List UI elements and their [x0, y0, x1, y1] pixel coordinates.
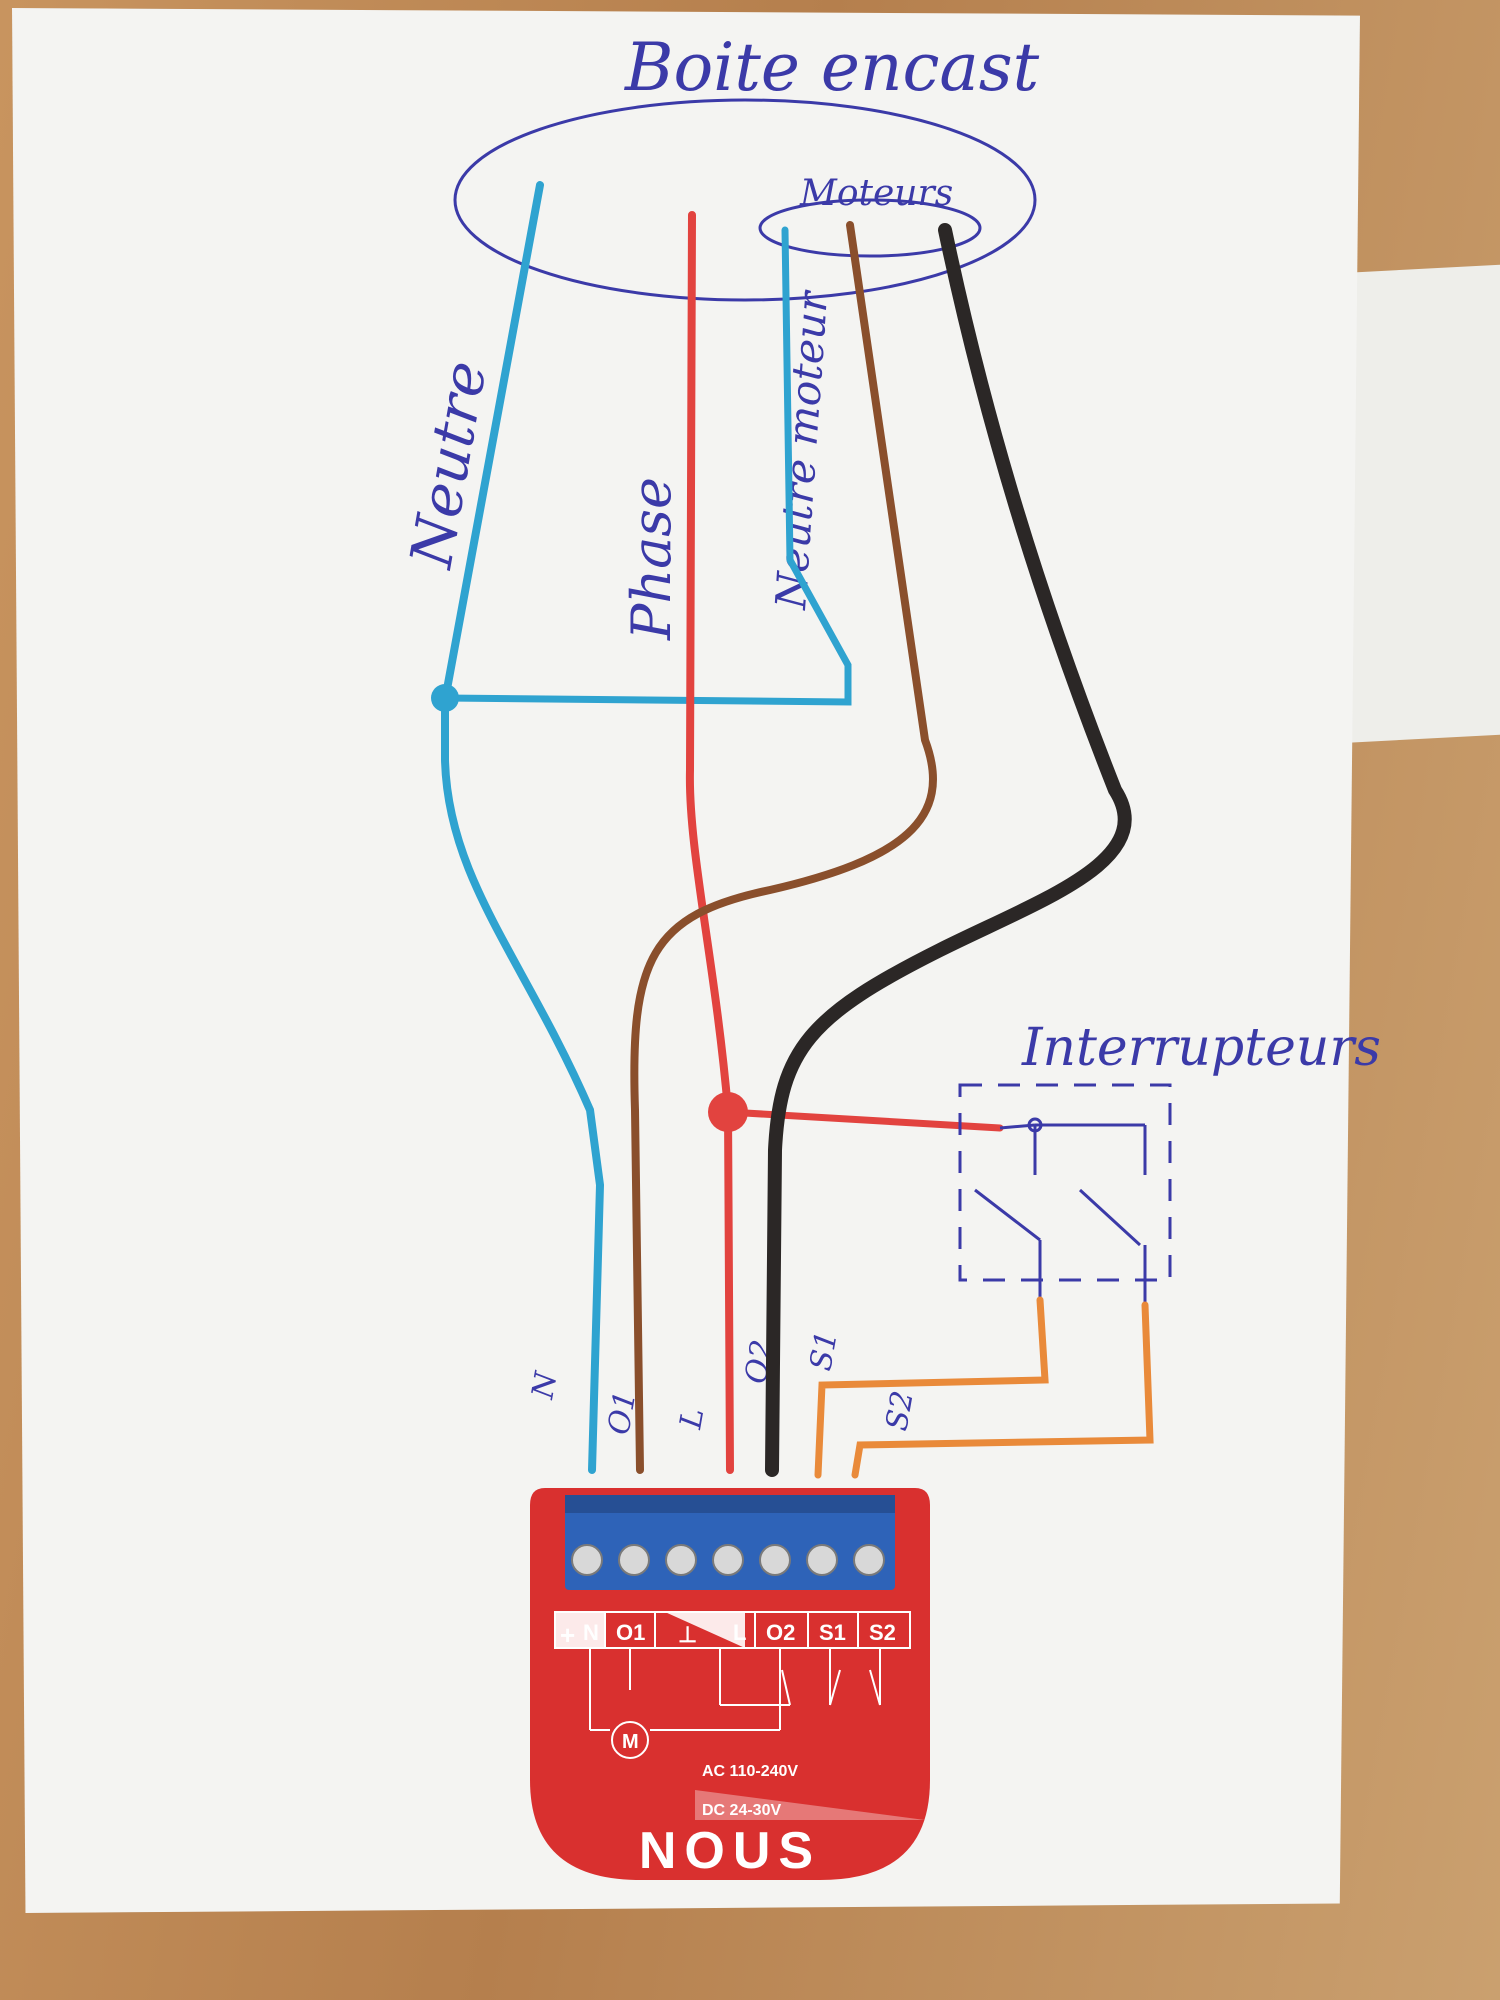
s2-wire [851, 1301, 1154, 1479]
switch-group [958, 1083, 1172, 1305]
brand-logo: NOUS [639, 1822, 821, 1880]
neutral-junction [431, 684, 459, 712]
terminal-screws [571, 1544, 885, 1576]
terminal-label-l: L [733, 1620, 746, 1645]
neutral-wire [441, 181, 605, 1474]
ac-rating: AC 110-240V [702, 1763, 798, 1780]
phase-junction [708, 1092, 748, 1132]
motor-outline [758, 198, 982, 258]
junction-box-outline [453, 98, 1037, 302]
terminal-label-s2: S2 [869, 1620, 896, 1645]
motor-label: Moteurs [799, 173, 953, 214]
s1-wire [814, 1296, 1049, 1479]
motor-symbol-circle [611, 1721, 649, 1759]
switches-label: Interrupteurs [1021, 1018, 1381, 1078]
motor-symbol: M [622, 1731, 639, 1753]
dc-rating: DC 24-30V [702, 1802, 781, 1819]
minus-sign: ⊥ [678, 1622, 697, 1647]
nous-relay-module: + N O1 ⊥ L O2 S1 S2 M AC 110-240V DC 24-… [530, 1488, 930, 1880]
wire-label-l: L [673, 1406, 711, 1433]
terminal-label-o1: O1 [616, 1620, 645, 1645]
wire-label-s1: S1 [803, 1328, 844, 1373]
wire-label-n: N [525, 1368, 565, 1403]
black-motor-wire [765, 223, 1132, 1477]
terminal-label-n: N [583, 1620, 599, 1645]
internal-schematic [589, 1648, 881, 1731]
terminal-label-o2: O2 [766, 1620, 795, 1645]
terminal-label-s1: S1 [819, 1620, 846, 1645]
phase-label: Phase [620, 477, 683, 641]
plus-sign: + [560, 1620, 575, 1650]
neutral-motor-label: Neutre moteur [766, 287, 837, 611]
brown-motor-wire [630, 221, 937, 1474]
neutral-motor-wire [441, 226, 852, 706]
box-title-label: Boite encast [624, 29, 1040, 106]
phase-wire [685, 211, 734, 1474]
wire-label-s2: S2 [879, 1388, 920, 1433]
